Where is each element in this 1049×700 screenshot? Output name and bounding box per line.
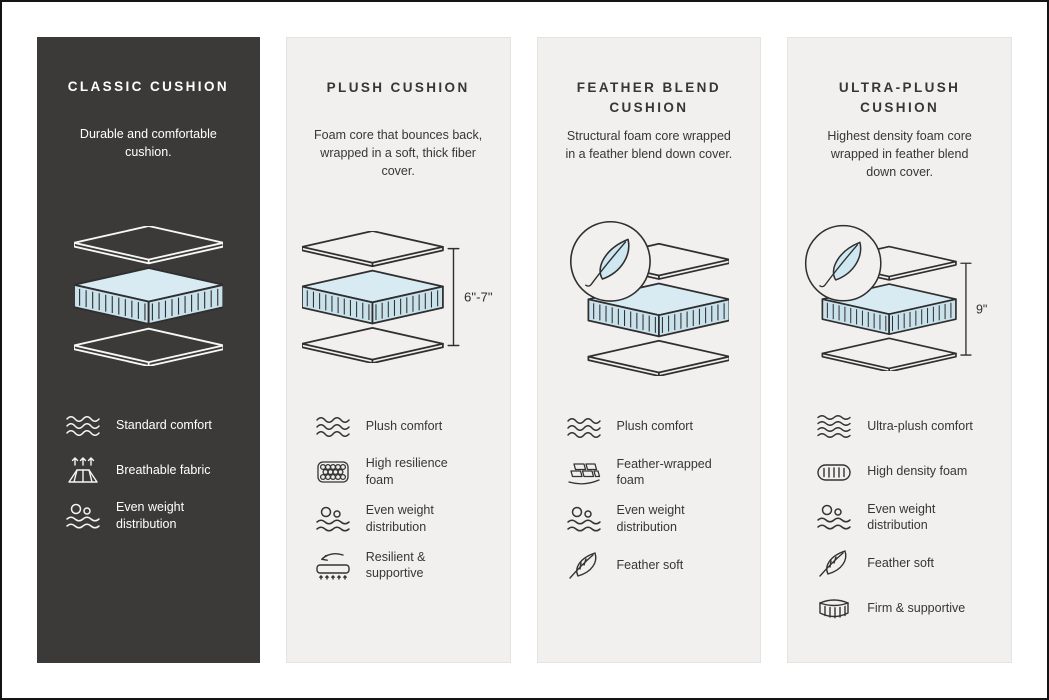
- feature-row: Feather-wrapped foam: [554, 456, 745, 490]
- foam-cells-icon: [313, 457, 353, 487]
- top-sheet-layer: [73, 226, 224, 265]
- feather-icon: [564, 550, 604, 580]
- feature-row: Resilient & supportive: [303, 549, 494, 583]
- bottom-sheet-layer: [73, 327, 224, 366]
- feature-row: Standard comfort: [53, 409, 244, 441]
- feature-row: Feather soft: [554, 549, 745, 581]
- firm-support-icon: [814, 593, 854, 623]
- feature-label: Plush comfort: [616, 419, 693, 434]
- cushion-illustration: 6"-7": [301, 188, 496, 406]
- card-feather-blend-cushion: FEATHER BLEND CUSHION Structural foam co…: [536, 37, 762, 663]
- foam-core-layer: [73, 267, 224, 325]
- feature-row: Plush comfort: [303, 410, 494, 442]
- cushion-illustration: 9": [802, 189, 997, 407]
- weight-distribution-icon: [63, 501, 103, 531]
- spring-support-icon: [313, 550, 353, 580]
- feature-label: Resilient & supportive: [365, 549, 426, 581]
- cushion-stack-diagram: 9": [804, 224, 987, 372]
- feature-row: Plush comfort: [554, 411, 745, 443]
- bottom-sheet-layer: [821, 337, 957, 372]
- dimension-label: 9": [976, 302, 987, 316]
- card-plush-cushion: PLUSH CUSHION Foam core that bounces bac…: [285, 37, 511, 663]
- feature-list: Ultra-plush comfort High density foam Ev…: [802, 407, 997, 625]
- feature-label: High resilience foam: [365, 456, 448, 487]
- feather-badge: [569, 220, 651, 302]
- card-title: FEATHER BLEND CUSHION: [576, 80, 721, 116]
- bottom-sheet-layer: [302, 326, 444, 364]
- feature-label: Even weight distribution: [116, 500, 185, 531]
- waves-icon: [63, 410, 103, 440]
- card-description: Durable and comfortable cushion.: [79, 127, 217, 160]
- dense-waves-icon: [814, 412, 854, 442]
- bottom-sheet-layer: [587, 339, 730, 376]
- foam-bricks-icon: [564, 457, 604, 487]
- breathable-fabric-icon: [63, 455, 103, 485]
- feature-label: Feather-wrapped foam: [616, 456, 712, 488]
- weight-distribution-icon: [564, 504, 604, 534]
- feature-label: Even weight distribution: [365, 502, 434, 534]
- dimension-indicator: 6"-7": [447, 247, 493, 347]
- density-foam-icon: [814, 457, 854, 487]
- feature-label: Ultra-plush comfort: [867, 419, 973, 434]
- feature-row: Firm & supportive: [804, 592, 995, 624]
- waves-icon: [564, 412, 604, 442]
- feature-list: Plush comfort High resilience foam Even …: [301, 406, 496, 582]
- cushion-stack-diagram: 6"-7": [302, 230, 493, 364]
- feature-row: High resilience foam: [303, 455, 494, 489]
- card-description: Structural foam core wrapped in a feathe…: [565, 128, 733, 161]
- feature-row: Ultra-plush comfort: [804, 411, 995, 443]
- feature-list: Standard comfort Breathable fabric Even …: [51, 405, 246, 533]
- card-title: ULTRA-PLUSH CUSHION: [838, 80, 961, 116]
- card-title: CLASSIC CUSHION: [67, 79, 229, 94]
- card-classic-cushion: CLASSIC CUSHION Durable and comfortable …: [37, 37, 260, 663]
- card-title: PLUSH CUSHION: [326, 80, 470, 95]
- weight-distribution-icon: [313, 504, 353, 534]
- feature-label: Even weight distribution: [867, 501, 936, 533]
- cushion-illustration: [51, 187, 246, 405]
- feature-label: Breathable fabric: [116, 462, 211, 477]
- feature-row: Even weight distribution: [804, 501, 995, 535]
- feature-label: Feather soft: [867, 555, 934, 570]
- feature-row: Even weight distribution: [554, 502, 745, 536]
- feature-row: Even weight distribution: [53, 499, 244, 533]
- feature-label: Standard comfort: [116, 417, 212, 432]
- feather-badge: [804, 224, 882, 302]
- feature-row: High density foam: [804, 456, 995, 488]
- cushion-illustration: [552, 189, 747, 407]
- feature-row: Even weight distribution: [303, 502, 494, 536]
- feature-label: Feather soft: [616, 557, 684, 572]
- waves-icon: [313, 411, 353, 441]
- feature-row: Breathable fabric: [53, 454, 244, 486]
- dimension-indicator: 9": [959, 262, 987, 356]
- cushion-stack-diagram: [569, 220, 730, 376]
- feature-row: Feather soft: [804, 547, 995, 579]
- feather-icon: [814, 548, 854, 578]
- dimension-label: 6"-7": [464, 289, 493, 304]
- feature-label: Even weight distribution: [616, 503, 685, 535]
- card-ultra-plush-cushion: ULTRA-PLUSH CUSHION Highest density foam…: [787, 37, 1012, 663]
- foam-core-layer: [302, 269, 444, 325]
- feature-label: Firm & supportive: [867, 600, 966, 615]
- top-sheet-layer: [302, 230, 444, 268]
- feature-label: Plush comfort: [365, 418, 443, 433]
- cushion-stack-diagram: [73, 226, 224, 366]
- card-description: Highest density foam core wrapped in fea…: [827, 128, 972, 179]
- weight-distribution-icon: [814, 502, 854, 532]
- feature-list: Plush comfort Feather-wrapped foam Even …: [552, 407, 747, 582]
- feature-label: High density foam: [867, 464, 968, 479]
- card-description: Foam core that bounces back, wrapped in …: [314, 128, 483, 179]
